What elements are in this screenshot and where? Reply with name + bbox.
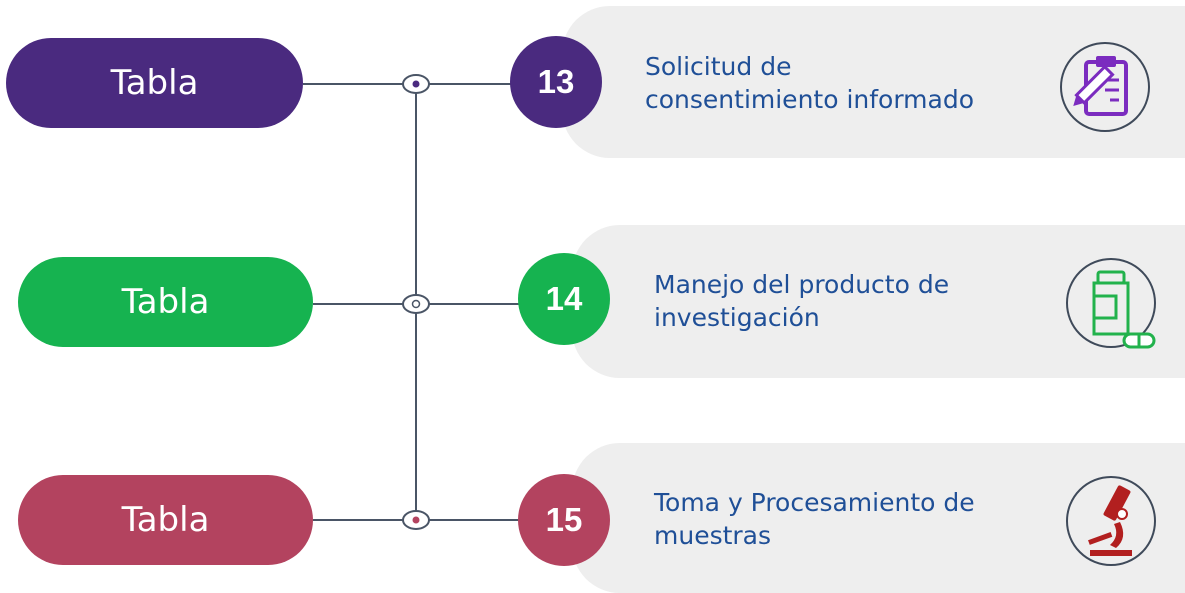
- item-title-line-2: investigación: [654, 303, 820, 332]
- item-title-14: Manejo del producto de investigación: [654, 268, 949, 334]
- item-title-15: Toma y Procesamiento de muestras: [654, 486, 975, 552]
- number-label: 13: [537, 63, 575, 100]
- number-label: 15: [545, 501, 583, 538]
- item-title-line-1: Manejo del producto de: [654, 270, 950, 299]
- card-row-1: [562, 6, 1185, 158]
- junction-node-2: [402, 294, 430, 314]
- tabla-pill-1[interactable]: Tabla: [6, 38, 303, 128]
- number-badge-13: 13: [510, 36, 602, 128]
- medicine-bottle-icon: [1066, 258, 1156, 349]
- junction-node-1: [402, 74, 430, 94]
- number-label: 14: [545, 280, 583, 317]
- item-title-line-2: muestras: [654, 521, 772, 550]
- tabla-pill-label: Tabla: [121, 500, 210, 540]
- item-title-13: Solicitud de consentimiento informado: [645, 50, 974, 116]
- tabla-pill-2[interactable]: Tabla: [18, 257, 313, 347]
- item-title-line-1: Solicitud de: [645, 52, 792, 81]
- tabla-pill-3[interactable]: Tabla: [18, 475, 313, 565]
- card-row-2: [572, 225, 1185, 378]
- card-row-3: [572, 443, 1185, 593]
- tabla-pill-label: Tabla: [121, 282, 210, 322]
- item-title-line-2: consentimiento informado: [645, 85, 975, 114]
- item-title-line-1: Toma y Procesamiento de: [654, 488, 975, 517]
- junction-node-3: [402, 510, 430, 530]
- tabla-pill-label: Tabla: [110, 63, 199, 103]
- number-badge-15: 15: [518, 474, 610, 566]
- microscope-icon: [1066, 476, 1156, 566]
- number-badge-14: 14: [518, 253, 610, 345]
- clipboard-pencil-icon: [1060, 42, 1150, 132]
